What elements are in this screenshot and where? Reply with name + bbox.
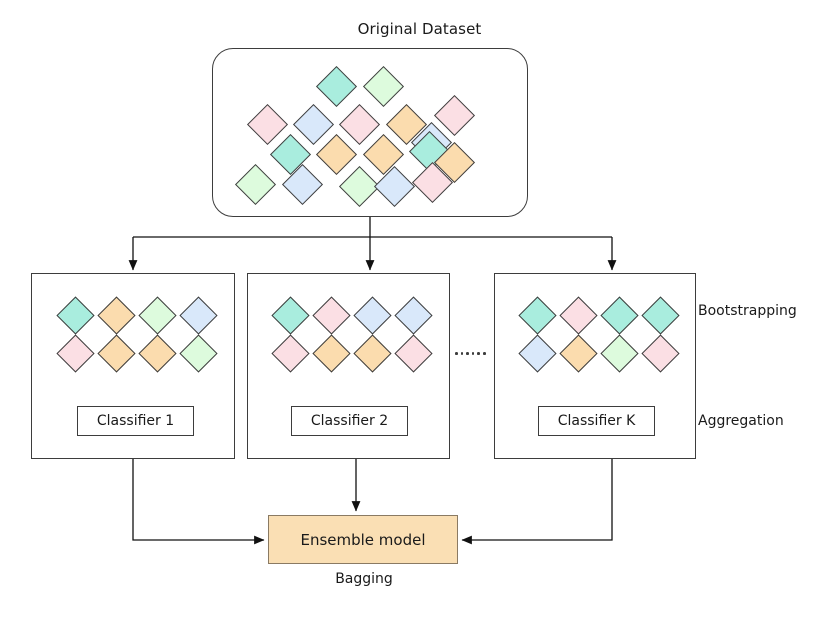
classifier-tag-2[interactable]: Classifier 2: [291, 406, 408, 436]
bootstrap-sample-diamond: [138, 296, 177, 335]
arrow-classifier-1-to-ensemble: [132, 459, 265, 545]
page-title: Original Dataset: [357, 20, 482, 38]
bootstrap-sample-diamond: [179, 296, 218, 335]
bootstrap-sample-diamond: [559, 334, 598, 373]
classifier-box-1: Classifier 1: [31, 273, 235, 459]
bootstrap-sample-diamond: [97, 296, 136, 335]
bagging-label: Bagging: [335, 571, 393, 587]
bootstrap-sample-diamond: [353, 296, 392, 335]
bootstrap-sample-diamond: [312, 296, 351, 335]
classifier-box-2: Classifier 2: [247, 273, 450, 459]
ellipsis-dot: [460, 352, 464, 355]
classifier-tag-k[interactable]: Classifier K: [538, 406, 655, 436]
ellipsis-dot: [466, 352, 469, 355]
ensemble-model-box[interactable]: Ensemble model: [268, 515, 458, 564]
aggregation-label: Aggregation: [698, 413, 784, 429]
bootstrap-sample-diamond: [600, 296, 639, 335]
bootstrap-sample-diamond: [56, 334, 95, 373]
bootstrap-sample-diamond: [138, 334, 177, 373]
classifier-tag-1[interactable]: Classifier 1: [77, 406, 194, 436]
bootstrap-sample-diamond: [641, 334, 680, 373]
bootstrap-sample-diamond: [394, 334, 433, 373]
ellipsis-dot: [477, 352, 480, 355]
bootstrap-sample-diamond: [179, 334, 218, 373]
bootstrap-sample-diamond: [56, 296, 95, 335]
bootstrapping-label: Bootstrapping: [698, 303, 797, 319]
bootstrap-sample-diamond: [97, 334, 136, 373]
classifier-box-k: Classifier K: [494, 273, 696, 459]
bootstrap-sample-diamond: [312, 334, 351, 373]
bootstrap-sample-diamond: [271, 334, 310, 373]
bootstrap-sample-diamond: [394, 296, 433, 335]
ellipsis-indicator: [455, 352, 486, 355]
bootstrap-sample-diamond: [600, 334, 639, 373]
bootstrap-sample-diamond: [518, 296, 557, 335]
bootstrap-sample-diamond: [559, 296, 598, 335]
ellipsis-dot: [482, 352, 486, 355]
bootstrap-sample-diamond: [641, 296, 680, 335]
bootstrap-sample-diamond: [271, 296, 310, 335]
arrow-classifier-k-to-ensemble: [461, 459, 613, 545]
ellipsis-dot: [455, 352, 458, 355]
bootstrap-sample-diamond: [518, 334, 557, 373]
bootstrap-sample-diamond: [353, 334, 392, 373]
ellipsis-dot: [471, 352, 475, 355]
